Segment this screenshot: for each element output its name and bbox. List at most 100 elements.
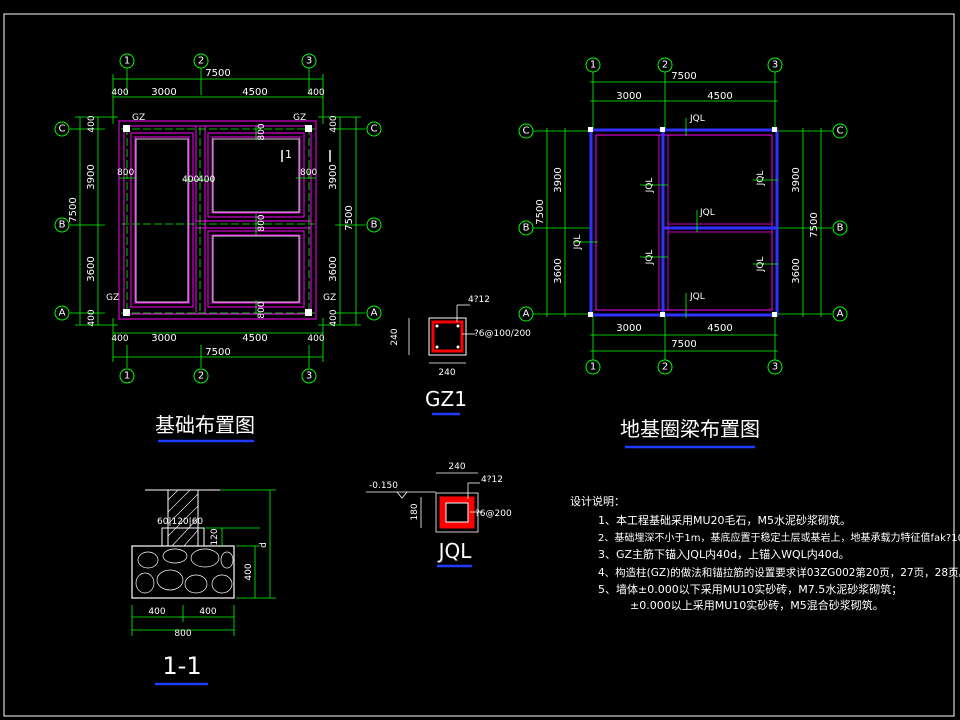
foundation-plan-title: 基础布置图	[155, 413, 255, 437]
dim-bottom-bay1: 3000	[616, 323, 641, 334]
axis-bubble-B-right	[832, 220, 848, 236]
dim-left-total: 7500	[68, 197, 79, 222]
jql-height: 180	[410, 503, 420, 520]
jql-elevation: -0.150	[369, 481, 398, 491]
dim-left-bay2: 3600	[86, 256, 97, 281]
axis-label: 3	[772, 60, 778, 71]
axis-label: 2	[662, 60, 668, 71]
dim-bottom-total: 7500	[671, 339, 696, 350]
design-notes-heading: 设计说明：	[570, 494, 625, 508]
beam-label-jql: JQL	[689, 292, 705, 302]
axis-bubble-A-right	[832, 306, 848, 322]
dim-bottom-bay2: 4500	[707, 323, 732, 334]
gz1-stirrups: ?6@100/200	[474, 329, 531, 339]
column-gz	[305, 125, 312, 132]
axis-bubble-2-top	[657, 57, 673, 73]
gz1-main-bars: 4?12	[468, 295, 490, 305]
axis-label: 3	[306, 56, 312, 67]
axis-bubble-1-bottom	[119, 368, 135, 384]
axis-bubble-A-right	[366, 305, 382, 321]
footing-width-label: 800	[300, 168, 317, 178]
jql-width: 240	[448, 462, 465, 472]
design-note-line: 2、基础埋深不小于1m，基底应置于稳定土层或基岩上，地基承载力特征值fak?10…	[598, 531, 960, 544]
section-dim-half-left: 400	[148, 607, 165, 617]
column-label: GZ	[106, 293, 119, 303]
axis-bubble-C-right	[366, 121, 382, 137]
foundation-plan: 1 2 3 1 2 3 C B A C B A	[54, 53, 382, 443]
axis-label: A	[371, 308, 378, 319]
axis-bubble-1-bottom	[585, 359, 601, 375]
section-mark-label: 1	[285, 148, 292, 161]
gz1-title: GZ1	[425, 387, 467, 411]
beam-label-jql: JQL	[645, 250, 655, 266]
dim-top-total: 7500	[205, 68, 230, 79]
axis-label: 3	[306, 371, 312, 382]
section-dim-base-width: 800	[174, 629, 191, 639]
axis-label: B	[371, 220, 378, 231]
axis-bubble-B-right	[366, 217, 382, 233]
axis-label: A	[523, 309, 530, 320]
ring-beam-plan: 1 2 3 1 2 3 C B A C B A 7500 3000 4500 3…	[518, 57, 848, 449]
axis-bubble-1-top	[585, 57, 601, 73]
dim-bottom-right-edge: 400	[307, 334, 324, 344]
dim-left-bottom-edge: 400	[87, 309, 97, 326]
footing-width-label: 800	[257, 301, 267, 318]
drawing-border	[3, 13, 955, 717]
axis-label: C	[59, 124, 66, 135]
axis-label: C	[523, 126, 530, 137]
dim-right-bay2: 3600	[328, 256, 339, 281]
axis-bubble-B-left	[54, 217, 70, 233]
axis-bubble-1-top	[119, 53, 135, 69]
dim-right-bay1: 3900	[328, 164, 339, 189]
dim-top-bay1: 3000	[616, 91, 641, 102]
axis-label: B	[837, 223, 844, 234]
dim-left-total: 7500	[535, 199, 546, 224]
section-1-1-title: 1-1	[162, 652, 201, 680]
dim-left-bay1: 3900	[553, 167, 564, 192]
axis-label: 1	[124, 56, 130, 67]
jql-detail: 240 180 -0.150 4?12 ?6@200 JQL	[366, 462, 512, 568]
dim-left-bay2: 3600	[553, 258, 564, 283]
footing-width-label: 800	[257, 123, 267, 140]
dim-right-total: 7500	[809, 212, 820, 237]
jql-title: JQL	[437, 539, 473, 563]
beam-label-jql: JQL	[573, 235, 583, 251]
jql-main-bars: 4?12	[481, 475, 503, 485]
axis-label: 1	[590, 60, 596, 71]
axis-label: 2	[662, 362, 668, 373]
axis-bubble-C-left	[518, 123, 534, 139]
axis-bubble-3-top	[301, 53, 317, 69]
beam-label-jql: JQL	[756, 171, 766, 187]
design-note-line: 1、本工程基础采用MU20毛石，M5水泥砂浆砌筑。	[598, 513, 851, 527]
axis-bubble-C-right	[832, 123, 848, 139]
column-gz	[123, 125, 130, 132]
jql-stirrups: ?6@200	[475, 509, 512, 519]
beam-label-jql: JQL	[645, 178, 655, 194]
dim-top-bay2: 4500	[707, 91, 732, 102]
section-dim-offset: 120	[210, 528, 220, 545]
gz1-detail: 240 240 4?12 ?6@100/200 GZ1	[390, 295, 531, 416]
design-note-line: 5、墙体±0.000以下采用MU10实砂砖，M7.5水泥砂浆砌筑；	[598, 582, 902, 596]
dim-right-total: 7500	[344, 205, 355, 230]
axis-label: 1	[590, 362, 596, 373]
axis-bubble-3-top	[767, 57, 783, 73]
axis-bubble-A-left	[54, 305, 70, 321]
footing-width-label: 800	[117, 168, 134, 178]
axis-bubble-C-left	[54, 121, 70, 137]
dim-top-bay1: 3000	[151, 87, 176, 98]
beam-label-jql: JQL	[699, 208, 715, 218]
axis-bubble-A-left	[518, 306, 534, 322]
axis-label: 2	[198, 56, 204, 67]
axis-label: 1	[124, 371, 130, 382]
ring-beams	[589, 128, 779, 317]
dim-top-bay2: 4500	[242, 87, 267, 98]
gz1-height: 240	[390, 328, 400, 345]
column-label: GZ	[293, 113, 306, 123]
column-label: GZ	[132, 113, 145, 123]
dim-left-bay1: 3900	[86, 164, 97, 189]
footing-width-label: 400	[182, 175, 199, 185]
design-note-line: ±0.000以上采用MU10实砂砖，M5混合砂浆砌筑。	[630, 598, 884, 612]
dim-bottom-bay1: 3000	[151, 333, 176, 344]
axis-bubble-2-bottom	[657, 359, 673, 375]
